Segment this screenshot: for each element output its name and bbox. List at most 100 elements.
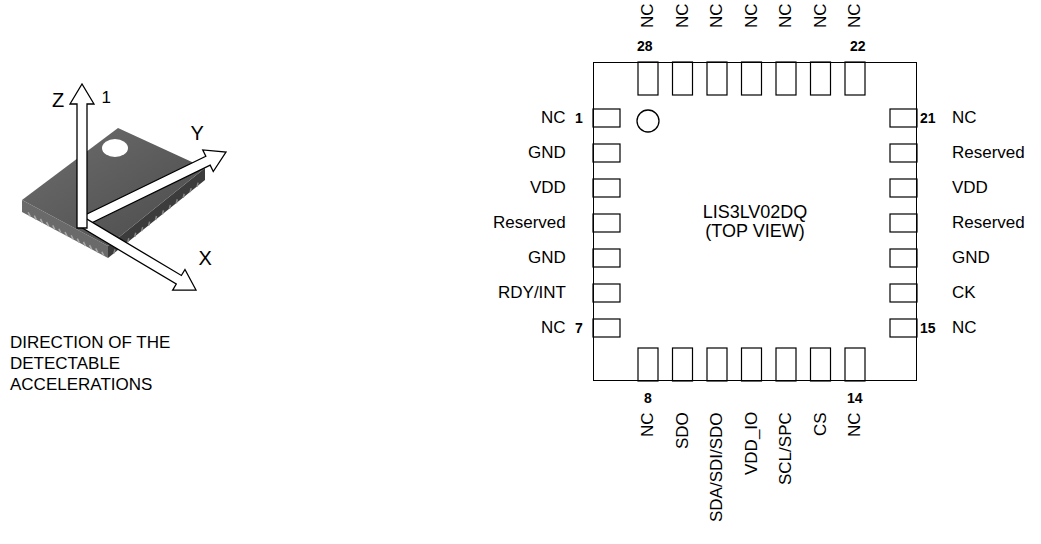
axis-label: 1	[102, 88, 111, 108]
pin-pad	[593, 214, 620, 232]
pin-name: RDY/INT	[498, 283, 566, 303]
pin-pad	[707, 348, 727, 381]
pin-name: GND	[952, 248, 990, 268]
pin-pad	[707, 62, 727, 95]
pin-number: 7	[575, 320, 583, 336]
package-pads	[593, 62, 917, 381]
pin-name: CK	[952, 283, 976, 303]
axis-arrow	[79, 218, 196, 290]
chip-lead	[77, 239, 79, 243]
chip-top	[22, 128, 205, 246]
chip-lead	[142, 227, 143, 231]
pin-number: 1	[575, 110, 583, 126]
pin-name: CS	[811, 412, 831, 436]
pin-pad	[890, 179, 917, 197]
pin-name: NC	[541, 318, 566, 338]
chip-lead	[34, 216, 36, 220]
pin-name: NC	[638, 412, 658, 437]
pin-name: VDD	[952, 178, 988, 198]
pin-name: NC	[541, 108, 566, 128]
figure-caption: DIRECTION OF THE DETECTABLE ACCELERATION…	[10, 332, 235, 395]
pin-name: GND	[528, 248, 566, 268]
pin-pad	[890, 249, 917, 267]
chip-lead	[135, 233, 136, 237]
pin-pad	[845, 348, 865, 381]
pin-number: 8	[644, 390, 652, 406]
pin-pad	[776, 348, 796, 381]
chip-lead	[47, 222, 49, 226]
pin-name: VDD_IO	[742, 412, 762, 475]
chip-lead	[190, 188, 191, 192]
axis-label: Z	[52, 89, 64, 112]
pin-name: GND	[528, 143, 566, 163]
chip-lead	[102, 252, 104, 256]
pin-pad	[845, 62, 865, 95]
pin-name: Reserved	[493, 213, 566, 233]
pin-name: Reserved	[952, 213, 1025, 233]
pin-pad	[638, 62, 658, 95]
chip-lead	[128, 238, 129, 242]
axis-arrow	[70, 84, 94, 228]
chip-lead	[83, 242, 85, 246]
chip-lead	[40, 219, 42, 223]
pin-pad	[890, 214, 917, 232]
pin-pad	[776, 62, 796, 95]
pin-pad	[593, 249, 620, 267]
pin-name: NC	[673, 3, 693, 28]
pin-name: NC	[845, 412, 865, 437]
pin-name: NC	[811, 3, 831, 28]
pin-name: SCL/SPC	[776, 412, 796, 485]
pin-pad	[638, 348, 658, 381]
pin-pad	[593, 319, 620, 337]
part-name: LIS3LV02DQ (TOP VIEW)	[690, 203, 820, 241]
chip-lead	[96, 248, 98, 252]
pin-number: 21	[920, 110, 936, 126]
pin-pad	[811, 62, 831, 95]
pin-number: 22	[850, 38, 866, 54]
pin-pad	[593, 284, 620, 302]
axis-label: X	[199, 247, 212, 270]
pin-number: 14	[847, 390, 863, 406]
pin-pad	[811, 348, 831, 381]
chip-lead	[176, 199, 177, 203]
pin-pad	[890, 109, 917, 127]
chip-lead	[53, 225, 55, 229]
axis-arrows	[70, 84, 226, 290]
chip-lead	[162, 210, 163, 214]
pin-name: NC	[776, 3, 796, 28]
pin-pad	[742, 348, 762, 381]
chip-lead	[71, 235, 73, 239]
pin-pad	[890, 284, 917, 302]
package-body: LIS3LV02DQ (TOP VIEW)	[593, 62, 917, 381]
pin-name: NC	[952, 108, 977, 128]
pin-number: 28	[637, 38, 653, 54]
pin-pad	[890, 144, 917, 162]
chip-lead	[169, 205, 170, 209]
pin1-marker	[637, 110, 659, 132]
pin-pad	[593, 144, 620, 162]
pin-pad	[890, 319, 917, 337]
pin-name: VDD	[530, 178, 566, 198]
chip-dot	[102, 139, 128, 157]
axis-arrow	[80, 150, 226, 227]
pin-name: SDA/SDI/SDO	[707, 412, 727, 522]
pin-pad	[673, 348, 693, 381]
pin-pad	[742, 62, 762, 95]
pin-name: NC	[742, 3, 762, 28]
pin-name: SDO	[673, 412, 693, 449]
chip-lead	[114, 249, 115, 253]
pin-name: NC	[845, 3, 865, 28]
pin-name: Reserved	[952, 143, 1025, 163]
chip-lead	[28, 212, 30, 216]
chip-lead	[65, 232, 67, 236]
chip-lead	[90, 245, 92, 249]
chip-lead	[197, 183, 198, 187]
pin-name: NC	[952, 318, 977, 338]
chip-lead	[149, 222, 150, 226]
pin-pad	[593, 179, 620, 197]
pin-number: 15	[920, 320, 936, 336]
chip-lead	[183, 194, 184, 198]
pin-pad	[673, 62, 693, 95]
